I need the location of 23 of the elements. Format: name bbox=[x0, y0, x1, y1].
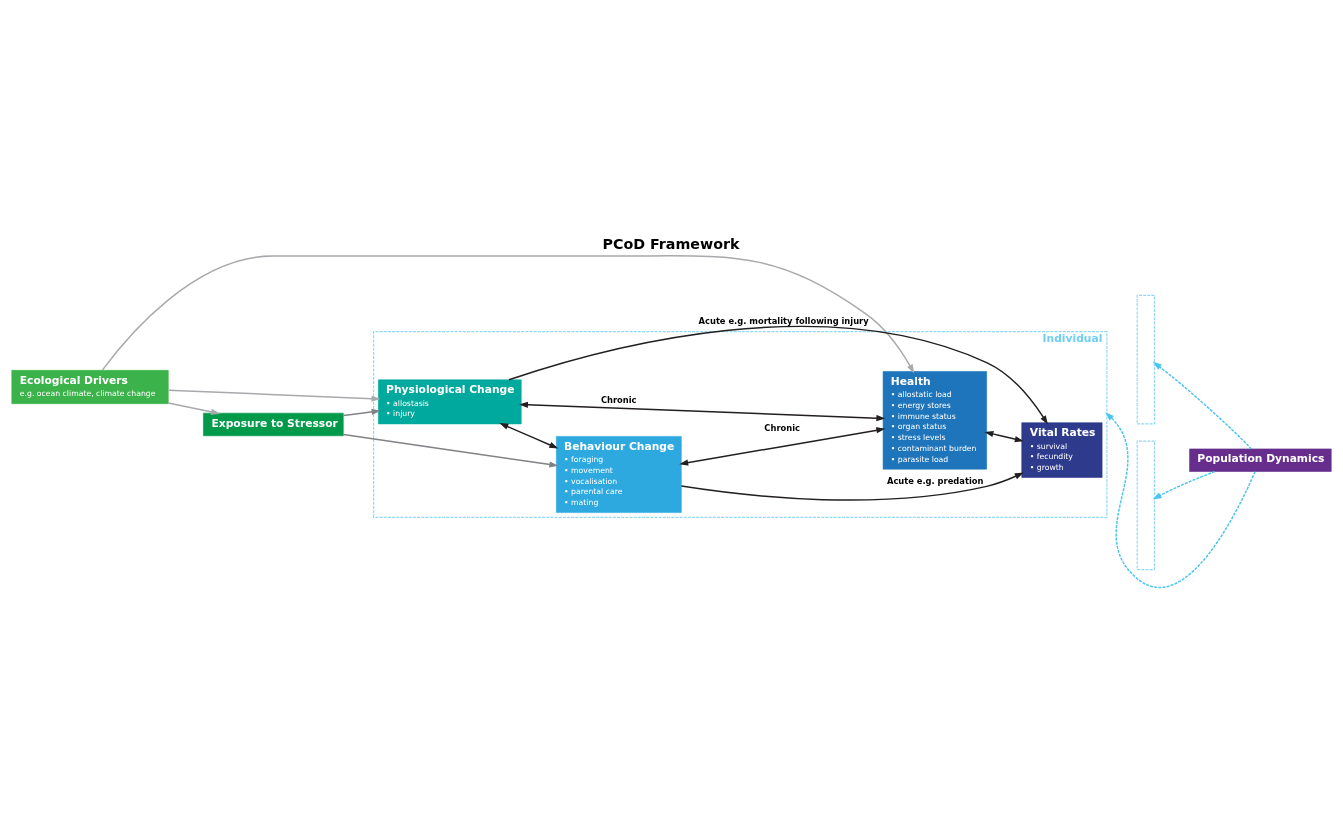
arrow bbox=[519, 401, 886, 421]
node-box bbox=[1136, 440, 1156, 570]
arrow bbox=[499, 422, 559, 449]
arrow bbox=[1152, 470, 1216, 500]
diagram-title: PCoD Framework bbox=[602, 235, 740, 252]
arrow bbox=[1152, 361, 1252, 450]
arrow bbox=[679, 426, 886, 466]
node-box: Exposure to Stressor bbox=[203, 412, 344, 436]
arrow bbox=[101, 254, 915, 373]
node-box: Population Dynamics bbox=[1189, 448, 1332, 472]
node-box bbox=[1136, 294, 1156, 424]
arrow bbox=[680, 472, 1024, 501]
arrow bbox=[342, 433, 559, 468]
edge-label: Chronic bbox=[600, 394, 637, 405]
arrow bbox=[167, 401, 220, 415]
edge-label: Acute e.g. mortality following injury bbox=[698, 315, 869, 326]
arrow bbox=[984, 430, 1024, 442]
arrow bbox=[167, 389, 381, 402]
arrow bbox=[508, 325, 1048, 425]
arrow bbox=[1105, 411, 1256, 588]
edge-label: Chronic bbox=[764, 422, 800, 433]
arrow bbox=[342, 408, 381, 416]
edge-label: Acute e.g. predation bbox=[886, 475, 984, 486]
